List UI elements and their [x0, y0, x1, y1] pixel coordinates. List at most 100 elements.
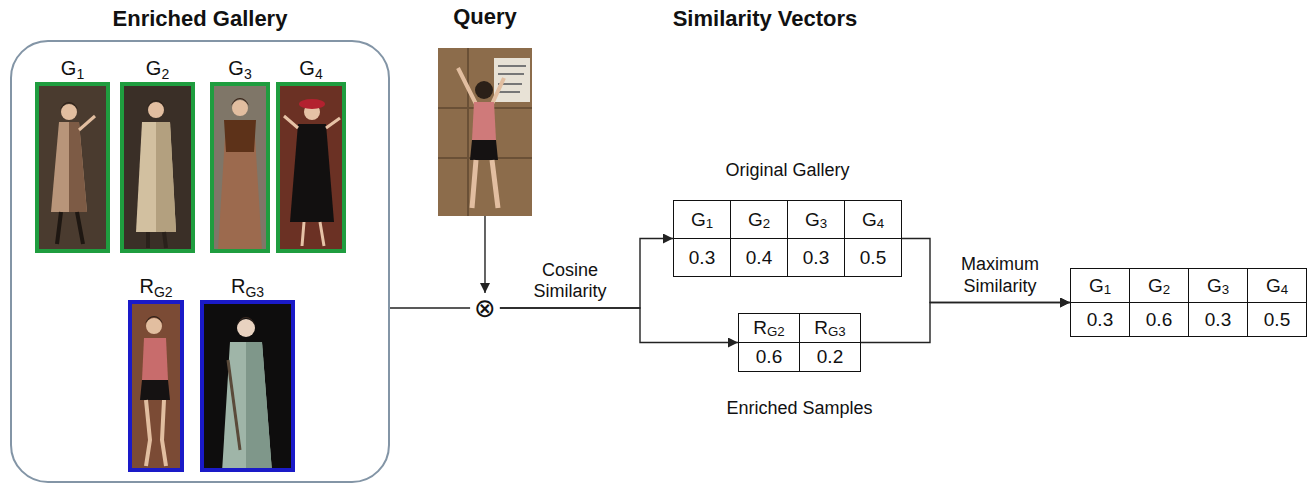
photo-ground: [276, 82, 346, 253]
image-label: G2: [146, 56, 169, 80]
table-cell: G4: [1248, 269, 1306, 302]
leg-shape: [146, 400, 166, 466]
similarity-table: G1G2G3G40.30.60.30.5: [1070, 268, 1307, 337]
coat-shade: [156, 122, 176, 232]
table-cell: RG3: [800, 314, 860, 342]
leg-shape: [302, 222, 324, 246]
head-shape: [148, 102, 164, 118]
dress-shade: [246, 342, 272, 472]
hair-shape: [60, 102, 78, 110]
symbol-subscript: G3: [245, 284, 264, 300]
symbol-main: G: [862, 209, 877, 231]
table-cell: 0.3: [674, 239, 730, 276]
symbol-subscript: G2: [154, 284, 173, 300]
table-cell: 0.5: [845, 239, 901, 276]
photo-ground: [210, 82, 270, 253]
table-cell: 0.6: [739, 343, 799, 371]
gallery-photo: [276, 82, 346, 253]
table-cell: G1: [674, 201, 730, 238]
gallery-image: G3: [210, 82, 270, 253]
table-cell: G2: [1130, 269, 1188, 302]
symbol-main: G: [299, 57, 315, 79]
symbol-subscript: 3: [820, 216, 827, 231]
shorts-shape: [470, 140, 498, 160]
table-cell: G2: [731, 201, 787, 238]
hair-shape: [147, 100, 165, 108]
table-heading: Enriched Samples: [726, 398, 872, 420]
gallery-photo: [128, 300, 184, 472]
photo-ground: [128, 300, 184, 472]
leg-shape: [472, 160, 498, 208]
symbol-main: G: [1089, 275, 1104, 297]
cane-shape: [228, 360, 240, 450]
symbol-main: G: [61, 57, 77, 79]
sign-shape: [494, 58, 530, 102]
dress-shape: [290, 124, 334, 222]
symbol-main: R: [231, 275, 245, 297]
dress-shade: [69, 122, 87, 212]
top-shape: [142, 338, 168, 380]
similarity-operator: ⊗: [470, 293, 500, 323]
table-heading: Original Gallery: [725, 160, 849, 182]
similarity-table: RG2RG30.60.2Enriched Samples: [738, 313, 861, 372]
table-cell: RG2: [739, 314, 799, 342]
head-shape: [146, 318, 162, 334]
symbol-main: G: [805, 209, 820, 231]
gallery-image: G2: [120, 82, 195, 253]
symbol-subscript: 2: [161, 66, 169, 82]
hat-shape: [299, 99, 325, 109]
symbol-subscript: G3: [828, 324, 846, 339]
shorts-shape: [140, 380, 170, 400]
symbol-main: R: [814, 317, 828, 339]
symbol-subscript: 4: [315, 66, 323, 82]
gallery-photo: [210, 82, 270, 253]
symbol-subscript: 4: [1281, 282, 1288, 297]
enriched-image: RG3: [200, 300, 295, 472]
column-heading: Similarity Vectors: [673, 6, 858, 32]
symbol-subscript: 2: [1163, 282, 1170, 297]
table-cell: 0.3: [1071, 303, 1129, 336]
table-cell: G3: [788, 201, 844, 238]
symbol-subscript: G2: [767, 324, 785, 339]
connector-label: Cosine Similarity: [515, 260, 625, 303]
dress-shape: [222, 342, 272, 472]
table-cell: G1: [1071, 269, 1129, 302]
image-label: G4: [299, 56, 322, 80]
symbol-main: G: [1266, 275, 1281, 297]
head-shape: [475, 81, 493, 99]
symbol-main: G: [748, 209, 763, 231]
table-cell: 0.4: [731, 239, 787, 276]
symbol-main: G: [1148, 275, 1163, 297]
gallery-image: G1: [35, 82, 110, 253]
image-label: G1: [61, 56, 84, 80]
head-shape: [232, 100, 248, 116]
symbol-main: G: [146, 57, 162, 79]
gallery-photo: [200, 300, 295, 472]
photo-ground: [120, 82, 195, 253]
top-shape: [472, 102, 496, 140]
table-cell: G4: [845, 201, 901, 238]
head-shape: [61, 104, 77, 120]
symbol-subscript: 3: [244, 66, 252, 82]
head-shape: [237, 319, 255, 337]
operator-symbol: ⊗: [474, 295, 496, 321]
symbol-subscript: 4: [877, 216, 884, 231]
table-cell: G3: [1189, 269, 1247, 302]
arm-shape: [458, 68, 504, 104]
leg-shape: [57, 212, 83, 244]
table-cell: 0.5: [1248, 303, 1306, 336]
leg-shape: [148, 232, 166, 248]
table-cell: 0.3: [788, 239, 844, 276]
similarity-table: G1G2G3G40.30.40.30.5Original Gallery: [673, 200, 902, 277]
query-photo: [438, 48, 532, 216]
fur-shape: [224, 120, 256, 152]
image-label: Query: [453, 4, 517, 30]
connector: [861, 303, 1070, 343]
dress-shape: [51, 122, 87, 212]
symbol-subscript: 1: [1104, 282, 1111, 297]
symbol-main: G: [228, 57, 244, 79]
symbol-subscript: 2: [763, 216, 770, 231]
symbol-subscript: 3: [1222, 282, 1229, 297]
